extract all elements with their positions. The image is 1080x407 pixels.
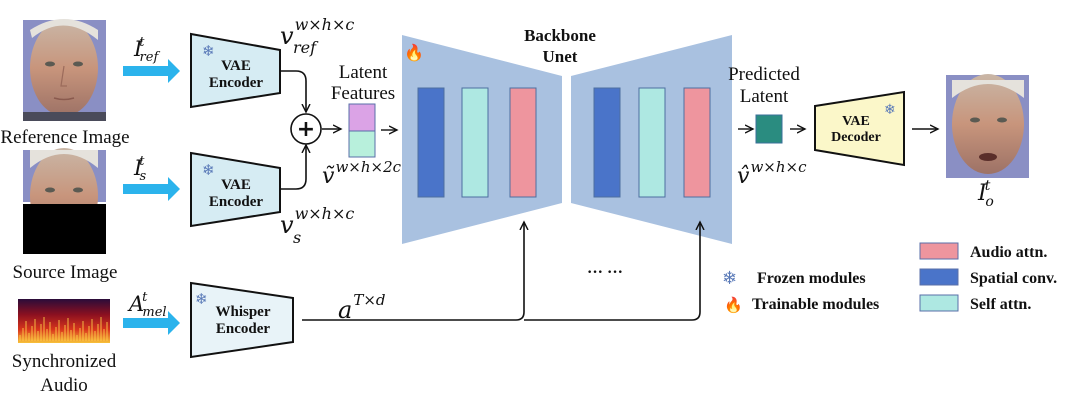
svg-text:Encoder: Encoder xyxy=(216,321,271,337)
source-image-label: Source Image xyxy=(13,262,118,283)
svg-text:Encoder: Encoder xyxy=(209,75,264,91)
connector-audio-to-unet-up xyxy=(524,222,700,321)
svg-text:VAE: VAE xyxy=(221,177,251,193)
snowflake-icon: ❄ xyxy=(202,44,215,60)
reference-image-label: Reference Image xyxy=(0,127,129,148)
fire-icon: 🔥 xyxy=(404,43,424,62)
svg-text:Decoder: Decoder xyxy=(831,130,881,145)
svg-text:Frozen modules: Frozen modules xyxy=(757,270,866,287)
symbol-v-s-sub: s xyxy=(293,228,301,247)
symbol-v-ref-sub: ref xyxy=(293,38,319,57)
svg-text:Encoder: Encoder xyxy=(209,194,264,210)
svg-text:Trainable modules: Trainable modules xyxy=(752,296,879,313)
legend-swatch-spatial-conv xyxy=(919,268,959,286)
predicted-latent-label-line2: Latent xyxy=(740,86,789,107)
vae-encoder-ref: ❄ VAE Encoder xyxy=(190,32,281,109)
audio-label-line2: Audio xyxy=(40,375,88,396)
symbol-v-hat: v̂w×h×c xyxy=(737,158,807,189)
vae-decoder: ❄ VAE Decoder xyxy=(814,90,905,167)
legend-swatch-audio-attn xyxy=(919,242,959,260)
symbol-a-feat: aT×d xyxy=(338,291,386,324)
unet-title-line2: Unet xyxy=(543,47,578,66)
snowflake-icon: ❄ xyxy=(195,292,208,308)
unet-up-block-self-attn xyxy=(638,87,666,198)
unet-down-block-spatial-conv xyxy=(417,87,445,198)
ellipsis: ··· ··· xyxy=(587,264,623,281)
whisper-encoder: ❄ Whisper Encoder xyxy=(190,281,294,359)
legend-frozen: ❄ Frozen modules xyxy=(722,268,866,288)
source-image xyxy=(23,148,106,254)
legend: ❄ Frozen modules 🔥 Trainable modules Aud… xyxy=(722,242,1057,314)
input-arrow-ref xyxy=(123,59,180,83)
legend-swatch-self-attn xyxy=(919,294,959,312)
symbol-v-tilde: ṽw×h×2c xyxy=(322,158,402,189)
unet-down-block-audio-attn xyxy=(509,87,537,198)
legend-label: Audio attn. xyxy=(970,244,1047,261)
latent-features-block xyxy=(348,103,376,158)
audio-spectrogram xyxy=(18,299,110,343)
legend-label: Self attn. xyxy=(970,296,1031,313)
svg-text:+: + xyxy=(297,117,315,142)
svg-text:Whisper: Whisper xyxy=(215,304,270,320)
legend-label: Spatial conv. xyxy=(970,270,1057,287)
legend-blocks: Audio attn. Spatial conv. Self attn. xyxy=(919,242,1057,313)
legend-trainable: 🔥 Trainable modules xyxy=(724,296,879,314)
latent-features-label-line2: Features xyxy=(331,83,395,104)
symbol-v-ref: vw×h×c xyxy=(280,15,354,50)
unet-up-block-audio-attn xyxy=(683,87,711,198)
symbol-v-s: vw×h×c xyxy=(280,204,354,239)
reference-image xyxy=(23,19,106,121)
connector-audio-to-unet-down xyxy=(302,222,524,321)
input-arrow-src xyxy=(123,177,180,201)
vae-encoder-src: ❄ VAE Encoder xyxy=(190,151,281,228)
predicted-latent-label-line1: Predicted xyxy=(728,64,800,85)
unet-up-block-spatial-conv xyxy=(593,87,621,198)
audio-label-line1: Synchronized xyxy=(12,351,117,372)
unet-blocks xyxy=(417,87,711,198)
connector-src-to-plus xyxy=(280,145,306,190)
latent-features-label-line1: Latent xyxy=(339,62,388,83)
plus-operator: + xyxy=(290,113,322,145)
snowflake-icon: ❄ xyxy=(722,268,737,288)
fire-icon: 🔥 xyxy=(724,296,743,314)
snowflake-icon: ❄ xyxy=(884,103,896,118)
predicted-latent-block xyxy=(755,114,783,144)
connector-ref-to-plus xyxy=(280,70,306,112)
svg-text:VAE: VAE xyxy=(842,114,870,129)
unet-title-line1: Backbone xyxy=(524,26,596,45)
snowflake-icon: ❄ xyxy=(202,163,215,179)
unet-down-block-self-attn xyxy=(461,87,489,198)
input-arrow-audio xyxy=(123,311,180,335)
output-image xyxy=(946,74,1029,178)
svg-text:VAE: VAE xyxy=(221,58,251,74)
